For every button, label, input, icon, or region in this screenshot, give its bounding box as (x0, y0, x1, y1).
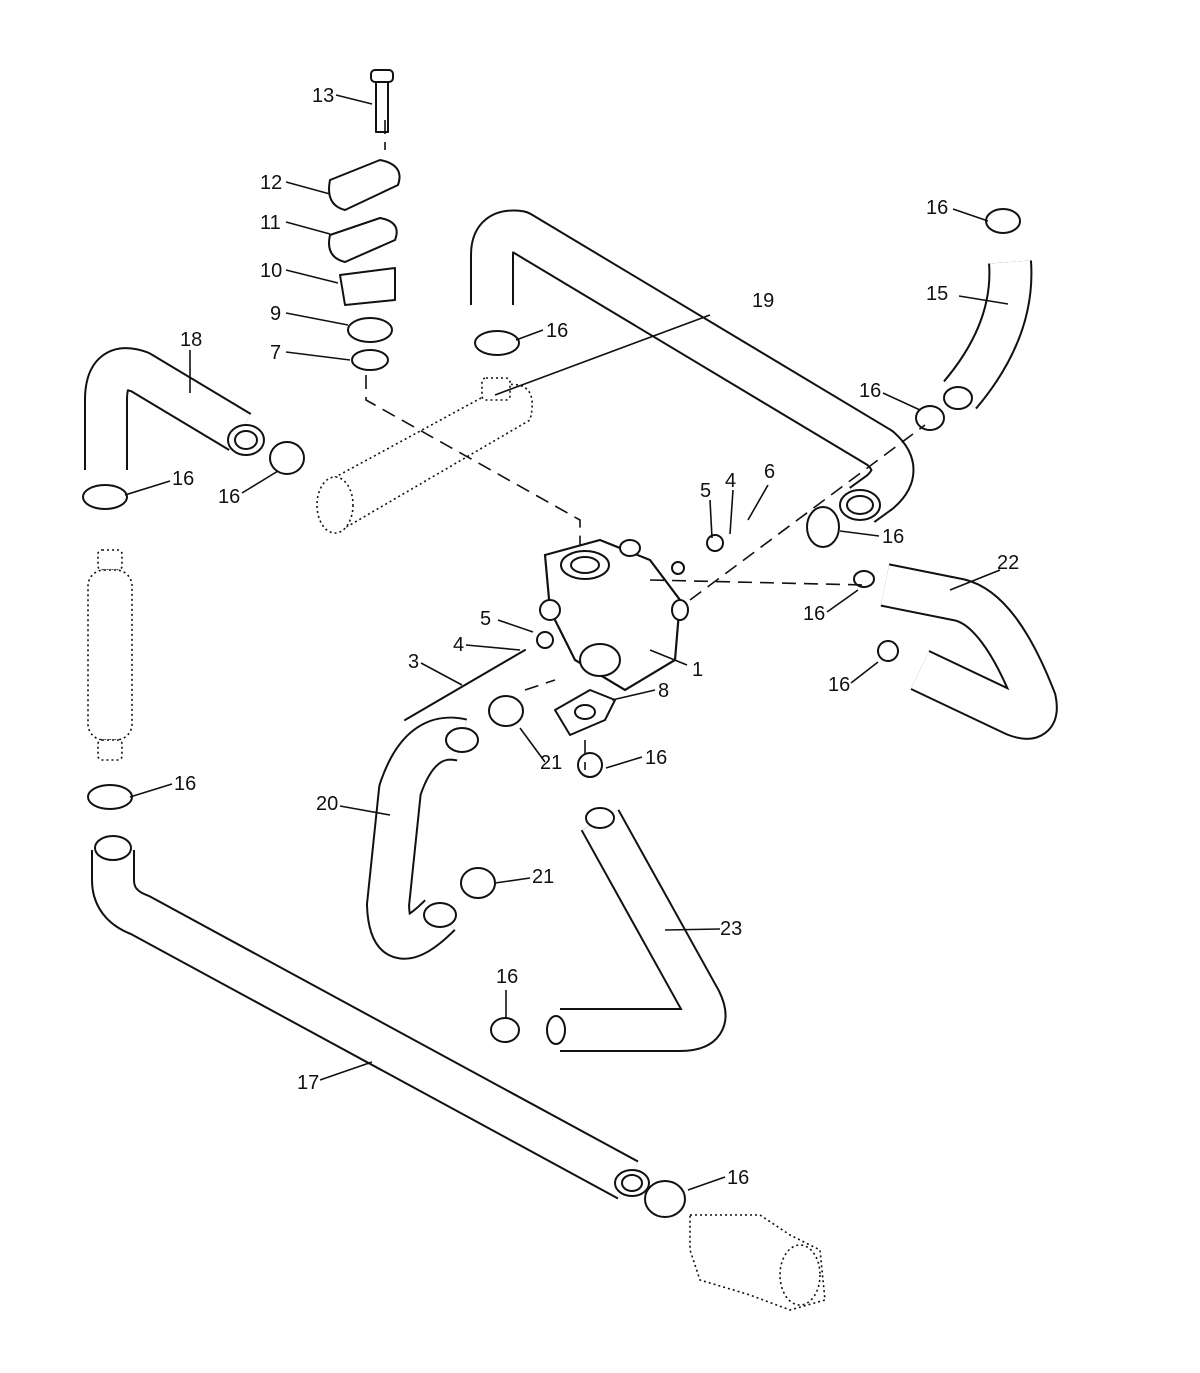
hose-23 (546, 807, 727, 1052)
water-pump (689, 1214, 826, 1311)
callout-labels: 13 12 11 10 9 7 18 19 15 16 16 16 16 16 … (172, 85, 1019, 1189)
callout-6: 6 (764, 461, 775, 483)
leader-lines (124, 94, 1009, 1191)
callout-16-l: 16 (727, 1167, 749, 1189)
callout-4-a: 4 (725, 470, 736, 492)
thermostat-stack (328, 69, 401, 371)
callout-16-a: 16 (926, 197, 948, 219)
callout-10: 10 (260, 260, 282, 282)
callout-15: 15 (926, 283, 948, 305)
hose-20 (366, 716, 479, 960)
hose-15 (943, 260, 1033, 410)
callout-16-g: 16 (803, 603, 825, 625)
assembly-lines (365, 120, 926, 770)
callout-9: 9 (270, 303, 281, 325)
callout-17: 17 (297, 1072, 319, 1094)
callout-20: 20 (316, 793, 338, 815)
callout-21-a: 21 (540, 752, 562, 774)
callout-1: 1 (692, 659, 703, 681)
callout-16-b: 16 (546, 320, 568, 342)
callout-13: 13 (312, 85, 334, 107)
callout-3: 3 (408, 651, 419, 673)
callout-16-h: 16 (828, 674, 850, 696)
callout-16-j: 16 (174, 773, 196, 795)
thermostat-housing (539, 538, 689, 692)
vertical-cooler (87, 549, 133, 761)
callout-19: 19 (752, 290, 774, 312)
callout-22: 22 (997, 552, 1019, 574)
callout-16-f: 16 (882, 526, 904, 548)
gasket-8 (554, 689, 616, 736)
callout-4-b: 4 (453, 634, 464, 656)
callout-16-e: 16 (218, 486, 240, 508)
callout-5-b: 5 (480, 608, 491, 630)
callout-16-c: 16 (859, 380, 881, 402)
callout-5-a: 5 (700, 480, 711, 502)
callout-11: 11 (260, 212, 281, 234)
rod-3 (404, 534, 724, 721)
hose-18 (84, 347, 265, 470)
callout-16-i: 16 (645, 747, 667, 769)
heat-exchanger (316, 377, 534, 534)
callout-18: 18 (180, 329, 202, 351)
hose-19 (470, 209, 915, 523)
callout-12: 12 (260, 172, 282, 194)
callout-16-k: 16 (496, 966, 518, 988)
callout-23: 23 (720, 918, 742, 940)
callout-8: 8 (658, 680, 669, 702)
callout-7: 7 (270, 342, 281, 364)
callout-16-d: 16 (172, 468, 194, 490)
hose-17 (91, 835, 650, 1200)
hose-22 (880, 563, 1058, 740)
hose-clamps (82, 208, 1021, 1218)
callout-21-b: 21 (532, 866, 554, 888)
